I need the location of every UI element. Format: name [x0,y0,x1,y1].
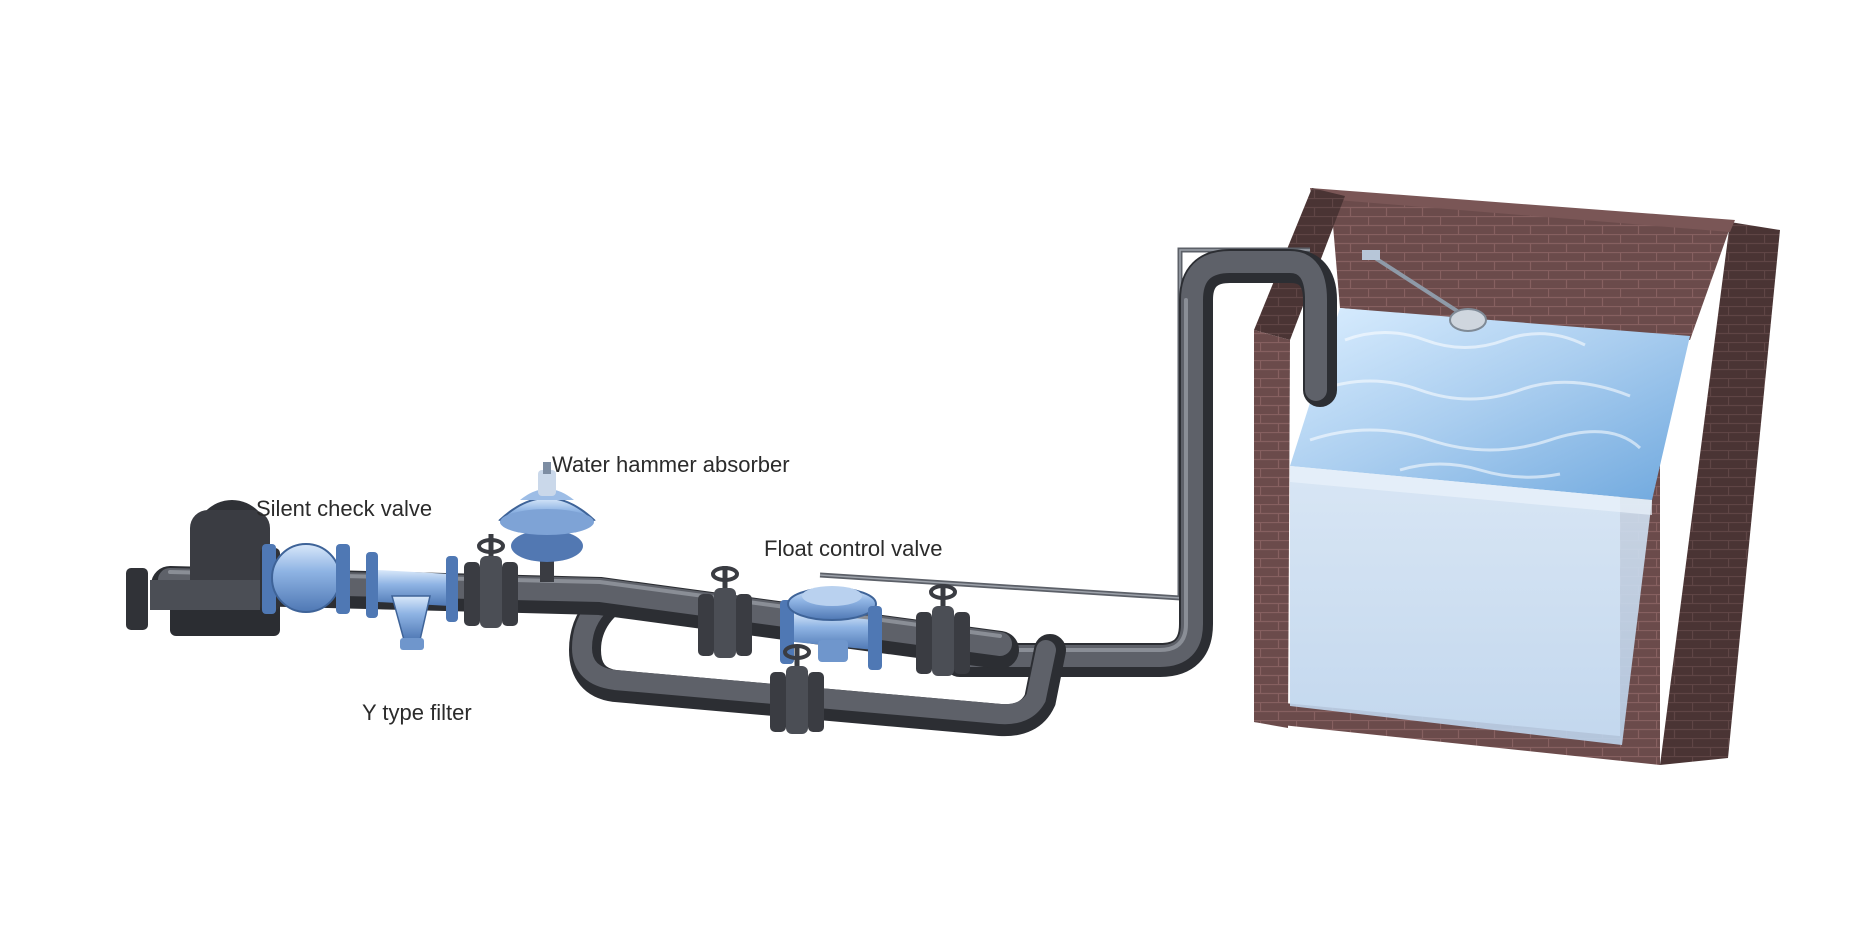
silent-check-valve [262,543,350,614]
tank-right-wall [1660,222,1780,765]
bypass-pipe [568,584,1066,737]
label-water-hammer-absorber: Water hammer absorber [552,452,790,477]
label-float-control-valve: Float control valve [764,536,943,561]
label-y-type-filter: Y type filter [362,700,472,725]
bypass-gate-valve [770,644,824,734]
gate-valve-3 [916,584,970,676]
gate-valve-1 [464,534,518,628]
label-silent-check-valve: Silent check valve [256,496,433,521]
water-surface [1290,308,1690,500]
tank-front-base [1254,700,1660,765]
water-body [1290,466,1652,745]
pump [126,500,280,636]
tank-front-left-column [1254,330,1290,728]
water-tank [1254,188,1780,765]
gate-valve-2 [698,566,752,658]
float-control-valve [780,586,882,670]
tank-top-rim [1310,188,1735,232]
riser-pipe [943,249,1337,677]
tank-back-wall [1330,190,1732,340]
float-ball [1449,308,1487,332]
y-type-filter [366,552,458,650]
water-hammer-absorber [498,462,596,582]
